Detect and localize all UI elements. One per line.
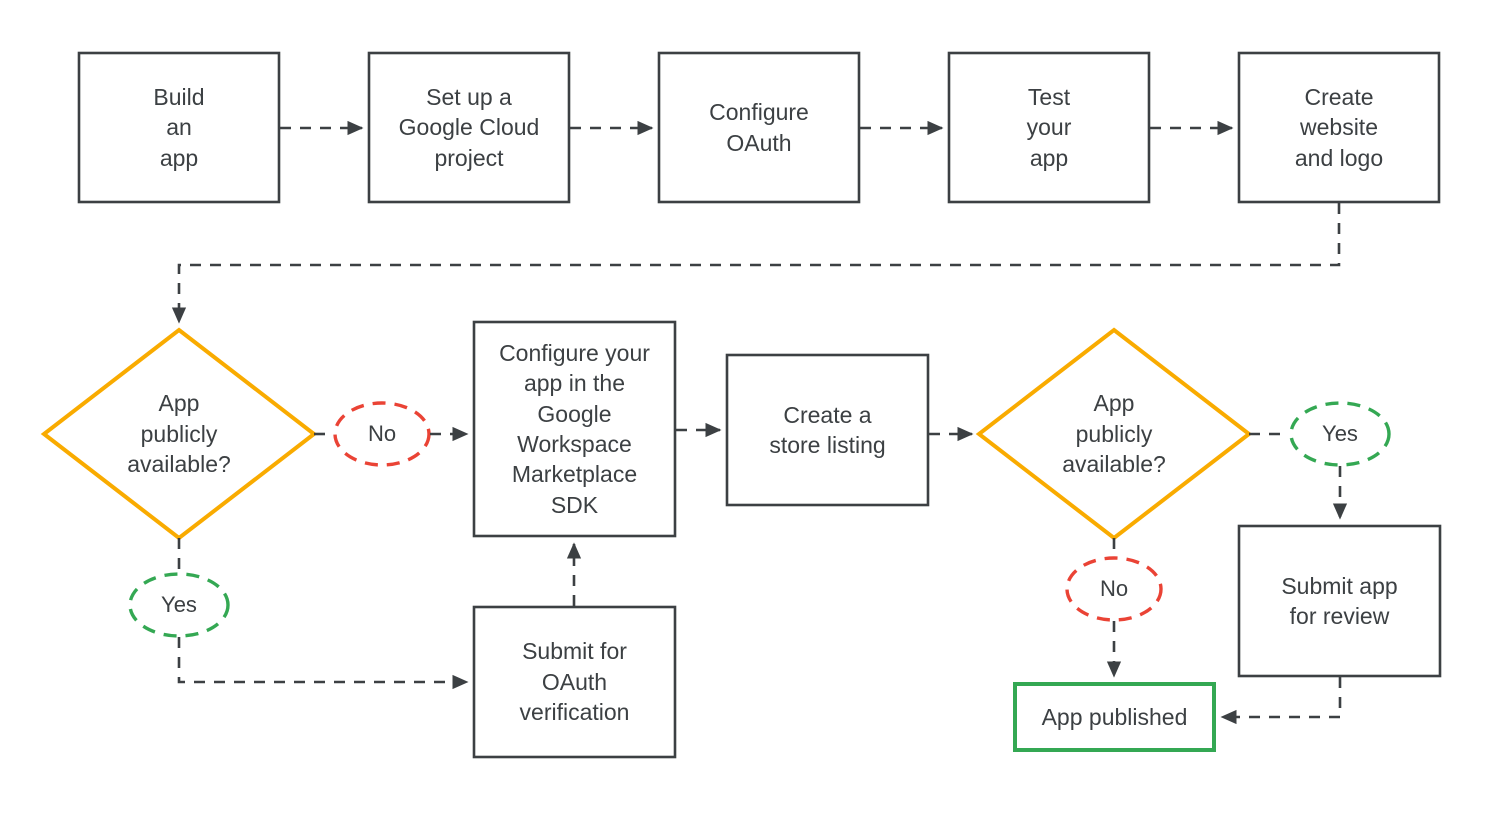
edge-label-no-left <box>333 401 431 467</box>
node-test-your-app[interactable] <box>947 51 1151 204</box>
node-decision-public-right[interactable] <box>975 327 1253 541</box>
edge-website-to-decision <box>171 203 1341 324</box>
node-set-up-gcp-project[interactable] <box>367 51 571 204</box>
edge-label-yes-right <box>1289 401 1391 467</box>
edge-label-no-right <box>1065 556 1163 622</box>
node-build-an-app[interactable] <box>77 51 281 204</box>
edge-label-yes-left <box>128 572 230 638</box>
node-configure-app-sdk[interactable] <box>472 320 677 538</box>
node-app-published[interactable] <box>1013 682 1216 752</box>
node-create-website-and-logo[interactable] <box>1237 51 1441 204</box>
edge-review-to-published <box>1220 677 1342 725</box>
node-submit-oauth-verification[interactable] <box>472 605 677 759</box>
node-submit-app-for-review[interactable] <box>1237 524 1442 678</box>
node-configure-oauth[interactable] <box>657 51 861 204</box>
node-decision-public-left[interactable] <box>40 327 318 541</box>
node-create-store-listing[interactable] <box>725 353 930 507</box>
edge-yes-to-submit-oauth <box>177 637 469 690</box>
